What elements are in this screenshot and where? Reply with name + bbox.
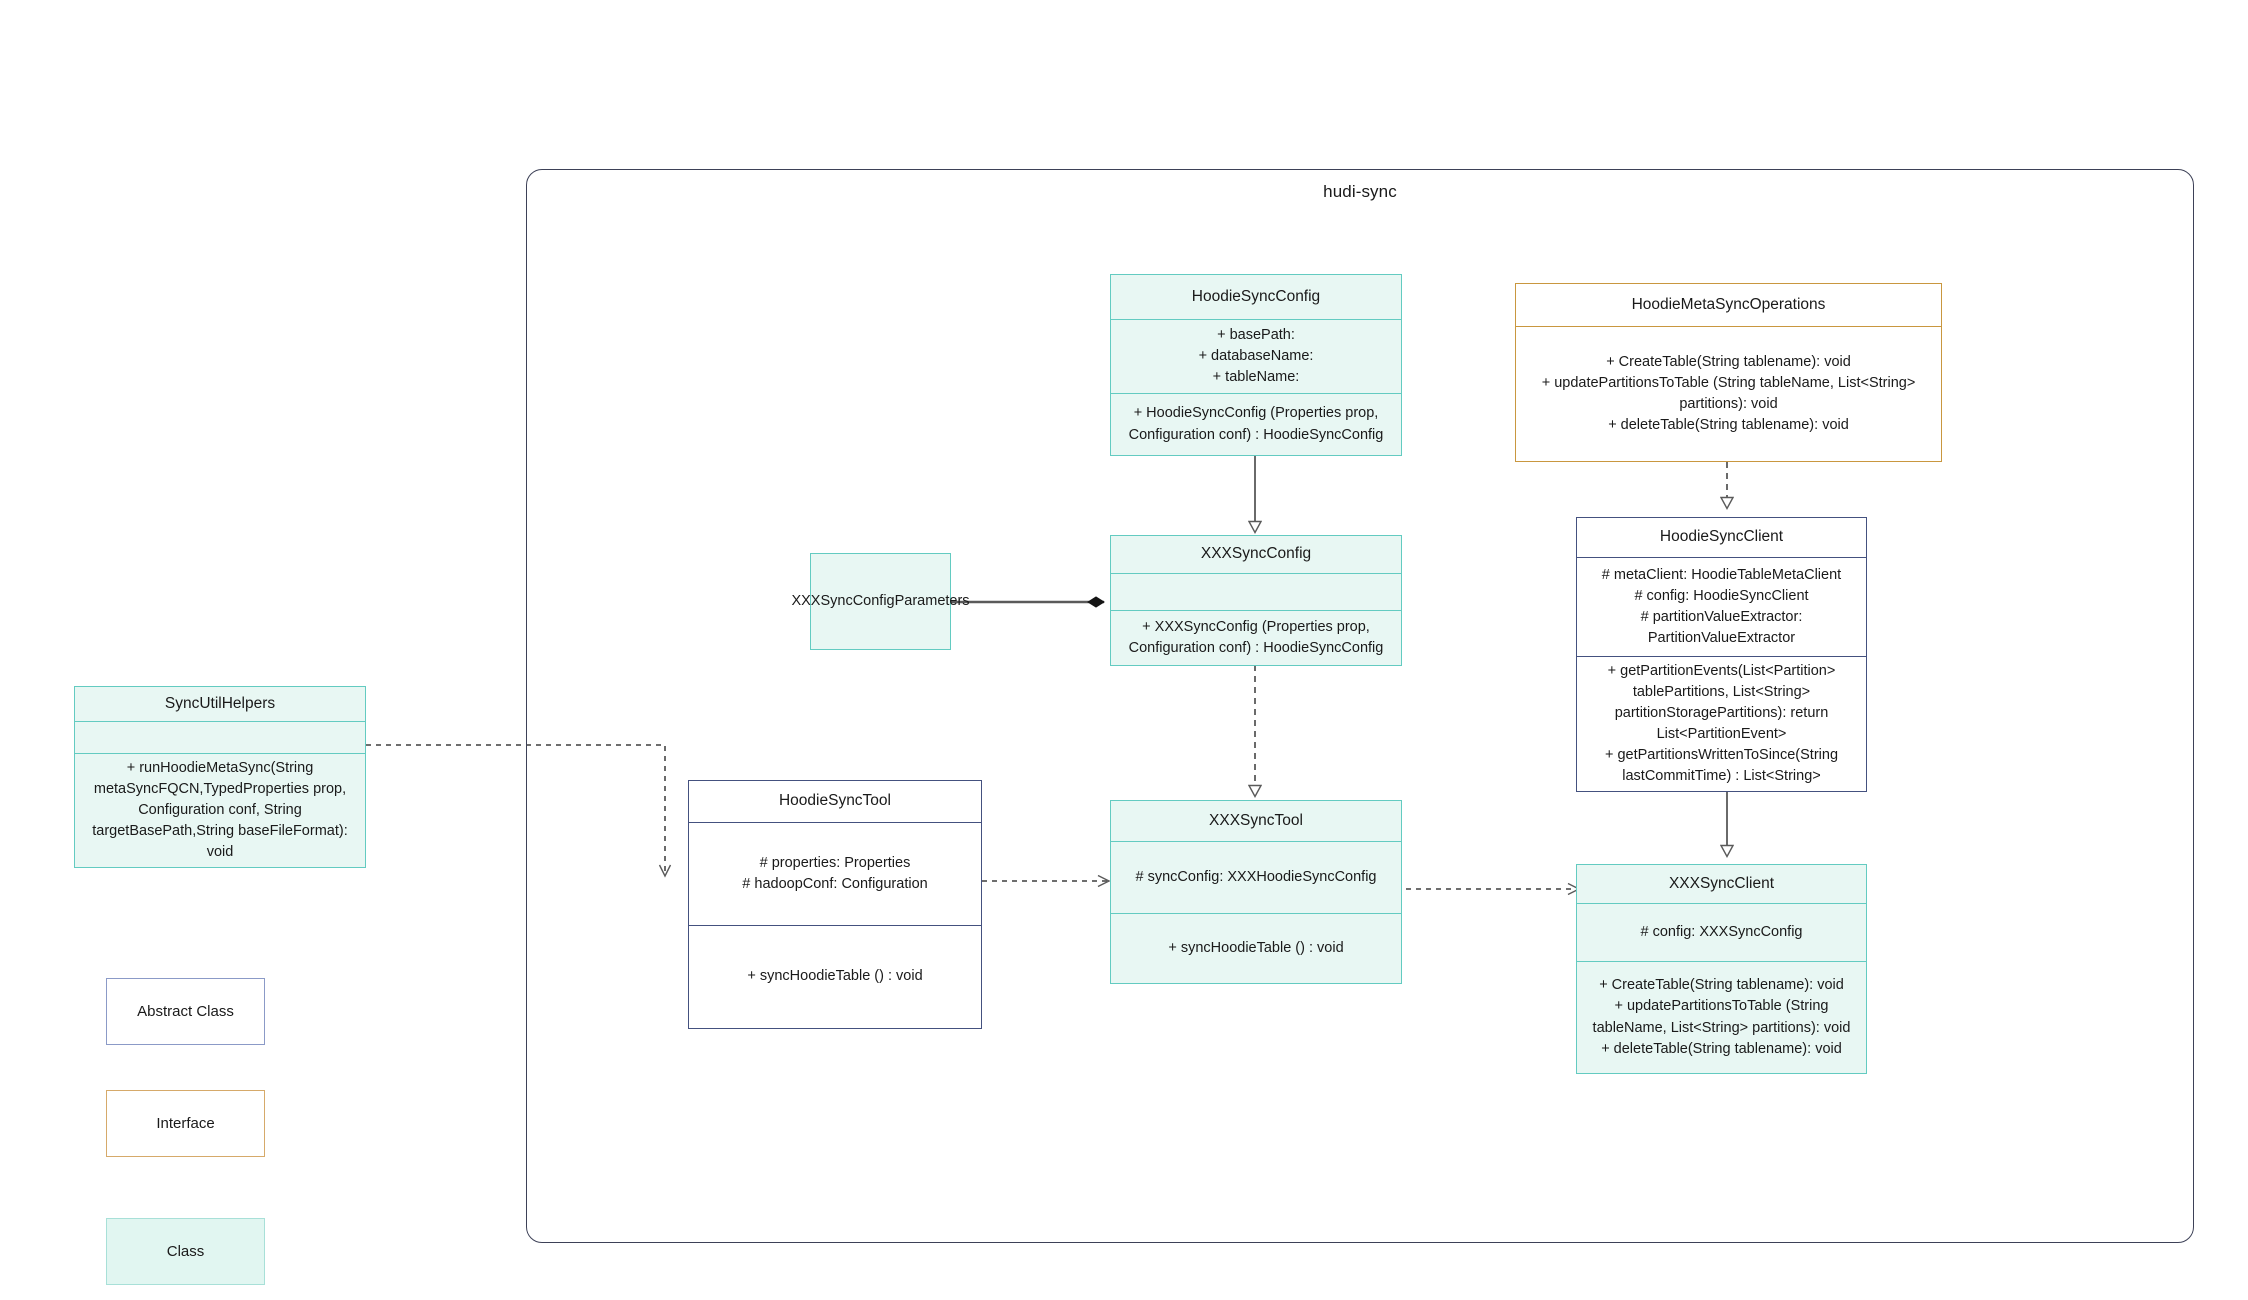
class-name-hoodie-sync-tool: HoodieSyncTool — [778, 792, 891, 810]
class-name-hoodie-sync-client: HoodieSyncClient — [1659, 528, 1784, 546]
legend-interface-label: Interface — [156, 1115, 215, 1132]
class-attributes-xxx-sync-config — [1111, 573, 1401, 610]
package-hudi-sync: hudi-sync — [526, 169, 2194, 1243]
class-attributes-sync-util-helpers — [75, 720, 365, 753]
class-operations-sync-util-helpers: + runHoodieMetaSync(String metaSyncFQCN,… — [75, 752, 365, 867]
class-box-hoodie-sync-tool[interactable]: HoodieSyncTool # properties: Properties … — [688, 780, 982, 1029]
legend-interface: Interface — [106, 1090, 265, 1157]
class-operations-hoodie-sync-config: + HoodieSyncConfig (Properties prop, Con… — [1111, 393, 1401, 455]
class-box-hoodie-sync-config[interactable]: HoodieSyncConfig + basePath: + databaseN… — [1110, 274, 1402, 456]
class-name-xxx-sync-config-parameters: XXXSyncConfigParameters — [791, 592, 970, 609]
class-attributes-hoodie-sync-config: + basePath: + databaseName: + tableName: — [1111, 319, 1401, 393]
class-operations-hoodie-meta-sync-operations: + CreateTable(String tablename): void + … — [1516, 326, 1941, 461]
class-box-xxx-sync-config-parameters[interactable]: XXXSyncConfigParameters — [791, 553, 970, 650]
package-title: hudi-sync — [1323, 182, 1397, 201]
class-attributes-xxx-sync-client: # config: XXXSyncConfig — [1577, 903, 1866, 961]
legend-abstract-class: Abstract Class — [106, 978, 265, 1045]
class-operations-xxx-sync-client: + CreateTable(String tablename): void + … — [1577, 961, 1866, 1073]
class-box-sync-util-helpers[interactable]: SyncUtilHelpers + runHoodieMetaSync(Stri… — [74, 686, 366, 868]
class-name-xxx-sync-client: XXXSyncClient — [1668, 874, 1775, 892]
class-name-hoodie-meta-sync-operations: HoodieMetaSyncOperations — [1631, 295, 1826, 313]
class-name-xxx-sync-tool: XXXSyncTool — [1209, 811, 1303, 829]
class-box-hoodie-meta-sync-operations[interactable]: HoodieMetaSyncOperations + CreateTable(S… — [1515, 283, 1942, 462]
legend-class: Class — [106, 1218, 265, 1285]
class-box-hoodie-sync-client[interactable]: HoodieSyncClient # metaClient: HoodieTab… — [1576, 517, 1867, 792]
class-operations-xxx-sync-tool: + syncHoodieTable () : void — [1111, 913, 1401, 983]
class-box-xxx-sync-config[interactable]: XXXSyncConfig + XXXSyncConfig (Propertie… — [1110, 535, 1402, 666]
class-attributes-xxx-sync-tool: # syncConfig: XXXHoodieSyncConfig — [1111, 841, 1401, 913]
class-operations-hoodie-sync-client: + getPartitionEvents(List<Partition> tab… — [1577, 655, 1866, 791]
class-box-xxx-sync-tool[interactable]: XXXSyncTool # syncConfig: XXXHoodieSyncC… — [1110, 800, 1402, 984]
class-operations-hoodie-sync-tool: + syncHoodieTable () : void — [689, 925, 981, 1028]
class-attributes-hoodie-sync-tool: # properties: Properties # hadoopConf: C… — [689, 822, 981, 925]
class-operations-xxx-sync-config: + XXXSyncConfig (Properties prop, Config… — [1111, 610, 1401, 665]
legend-abstract-class-label: Abstract Class — [137, 1003, 234, 1020]
class-name-sync-util-helpers: SyncUtilHelpers — [164, 694, 276, 712]
class-name-xxx-sync-config: XXXSyncConfig — [1200, 545, 1312, 563]
class-box-xxx-sync-client[interactable]: XXXSyncClient # config: XXXSyncConfig + … — [1576, 864, 1867, 1074]
class-attributes-hoodie-sync-client: # metaClient: HoodieTableMetaClient # co… — [1577, 557, 1866, 655]
legend-class-label: Class — [166, 1243, 205, 1260]
class-name-hoodie-sync-config: HoodieSyncConfig — [1191, 287, 1321, 305]
